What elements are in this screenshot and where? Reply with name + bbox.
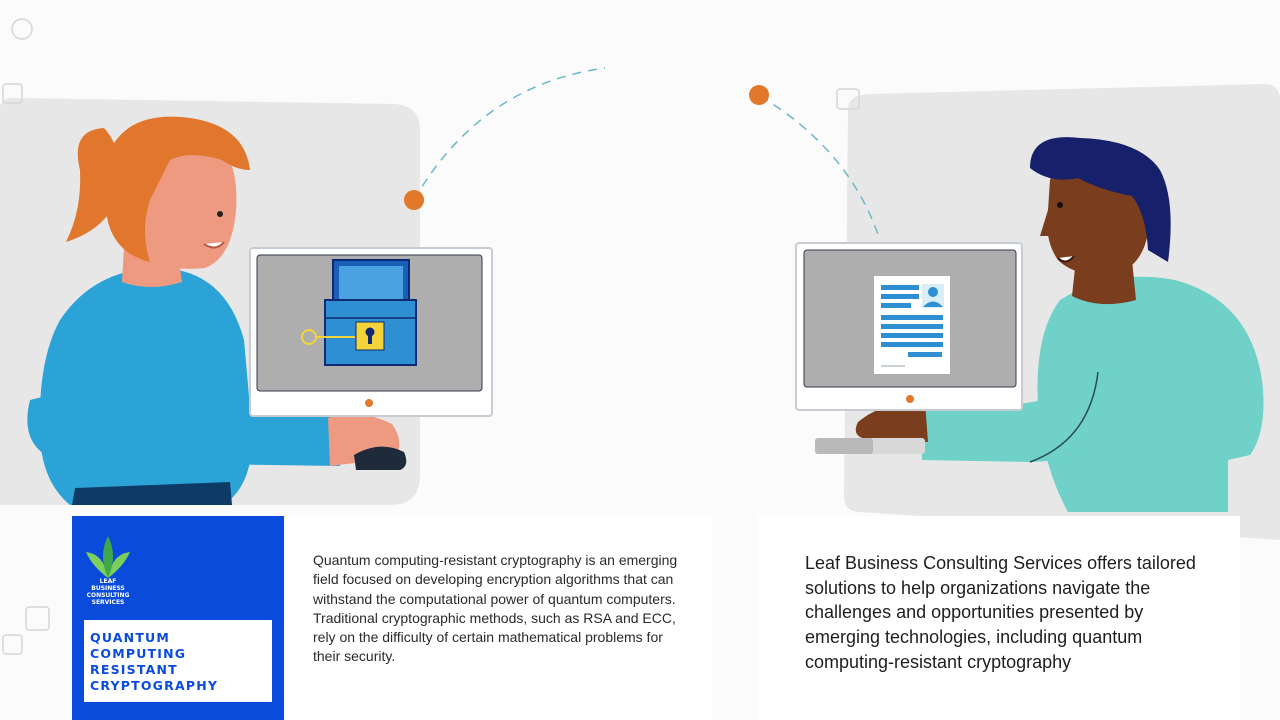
man-hand	[855, 401, 928, 442]
keyboard-left	[815, 438, 873, 454]
outline-circle-decoration	[11, 18, 33, 40]
woman-eye	[217, 211, 223, 217]
man-arm-line	[1029, 371, 1099, 463]
man-nose	[1040, 210, 1052, 236]
outline-square-decoration	[25, 606, 50, 631]
man-character	[815, 137, 1264, 512]
promo-heading: QUANTUM COMPUTING RESISTANT CRYPTOGRAPHY	[90, 630, 219, 693]
woman-ponytail	[66, 128, 121, 242]
logo-text: LEAF BUSINESS CONSULTING SERVICES	[86, 578, 130, 606]
promo-title-box: QUANTUM COMPUTING RESISTANT CRYPTOGRAPHY	[84, 620, 272, 702]
leaf-logo-icon	[86, 536, 130, 578]
man-arm	[920, 360, 1138, 462]
man-hair	[1030, 137, 1171, 262]
outline-square-decoration	[2, 83, 23, 104]
locked-chest-icon	[301, 259, 417, 366]
right-monitor	[795, 242, 1023, 411]
right-monitor-power-led	[906, 395, 914, 403]
lower-right-panel	[758, 516, 1240, 720]
left-monitor-power-led	[365, 399, 373, 407]
dashed-connection-arc-right	[759, 95, 881, 241]
outline-square-decoration	[836, 88, 860, 110]
man-shirt	[1037, 276, 1264, 512]
promo-card: LEAF BUSINESS CONSULTING SERVICES QUANTU…	[72, 516, 284, 720]
company-paragraph: Leaf Business Consulting Services offers…	[805, 553, 1196, 672]
orange-dot-right	[749, 85, 769, 105]
man-smile	[1057, 255, 1075, 263]
woman-arm	[27, 380, 340, 466]
profile-document-icon	[874, 276, 950, 374]
description-paragraph: Quantum computing-resistant cryptography…	[313, 552, 678, 665]
woman-character	[27, 116, 407, 505]
woman-pants	[72, 482, 232, 505]
dashed-connection-arc-left	[413, 67, 606, 201]
outline-square-decoration	[2, 634, 23, 655]
left-monitor	[249, 247, 493, 417]
woman-smile	[203, 241, 225, 249]
computer-mouse	[354, 446, 407, 470]
lower-left-panel	[284, 516, 712, 720]
man-eye	[1057, 202, 1063, 208]
woman-hair	[106, 116, 250, 262]
orange-dot-left	[404, 190, 424, 210]
